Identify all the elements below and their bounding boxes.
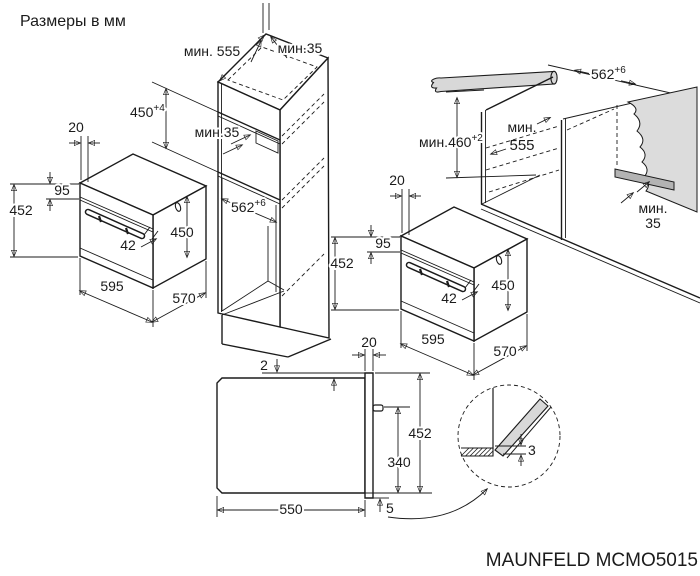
dim-top-gap: 2 <box>260 357 268 373</box>
worktop <box>431 70 555 93</box>
drawing-title: Размеры в мм <box>20 13 126 30</box>
open-door-detail <box>494 398 549 457</box>
door-section <box>364 372 374 499</box>
dim-door-overhang: 5 <box>386 500 394 516</box>
dim-section-depth: 550 <box>279 501 303 517</box>
dim-oven-height: 452 <box>9 202 33 218</box>
model-label: MAUNFELD MCMO5015 <box>486 550 698 571</box>
dim-oven-depth: 570 <box>172 290 196 306</box>
dim-cabinet-back-gap: мин.35 <box>278 40 323 56</box>
side-grip-hole <box>174 202 182 212</box>
dim-cabinet-vent-gap: мин.35 <box>195 124 240 140</box>
dim-rear-gap: 35 <box>645 215 661 231</box>
dim-niche-depth-prefix: мин. <box>507 119 536 135</box>
tall-cabinet-view: мин.35 мин. 555 мин.35 450+4 562+6 <box>128 3 332 358</box>
wall-niche-view: 562+6 мин.460+2 мин. 555 мин. 35 <box>417 63 700 304</box>
side-section-view: 2 20 452 340 5 550 <box>216 332 434 519</box>
dim-cabinet-top-depth: мин. 555 <box>184 43 241 59</box>
dim-cabinet-niche-height: 450+4 <box>130 103 165 120</box>
detail-circle <box>457 384 561 488</box>
handle-section <box>372 404 384 412</box>
dim-niche-width: 562+6 <box>591 65 626 82</box>
hatch-pattern <box>460 447 494 457</box>
dim-oven-width: 595 <box>100 278 124 294</box>
dim-oven-handle-depth: 42 <box>120 237 136 253</box>
dim-niche-depth: 555 <box>509 137 534 154</box>
dim-oven-panel-height: 95 <box>54 182 70 198</box>
broken-side-panel <box>626 86 698 213</box>
detail-leader-arrow <box>387 487 489 520</box>
bottom-rail <box>614 168 675 191</box>
dim-cabinet-niche-width: 562+6 <box>231 198 266 215</box>
dim-section-height: 452 <box>408 425 432 441</box>
left-oven-view: 20 95 452 42 450 595 570 <box>7 117 208 327</box>
door-detail-view: 3 <box>387 384 561 520</box>
dim-rear-gap-prefix: мин. <box>638 200 667 216</box>
vent-duct <box>255 130 279 154</box>
dim-oven-door-offset: 20 <box>68 119 84 135</box>
right-oven-view <box>330 172 527 380</box>
dim-oven-inner-height: 450 <box>170 224 194 240</box>
dim-niche-min-height: мин.460+2 <box>419 133 483 150</box>
dim-handle-height: 340 <box>387 454 411 470</box>
dim-door-thickness: 20 <box>361 334 377 350</box>
dim-door-clearance: 3 <box>528 442 536 458</box>
